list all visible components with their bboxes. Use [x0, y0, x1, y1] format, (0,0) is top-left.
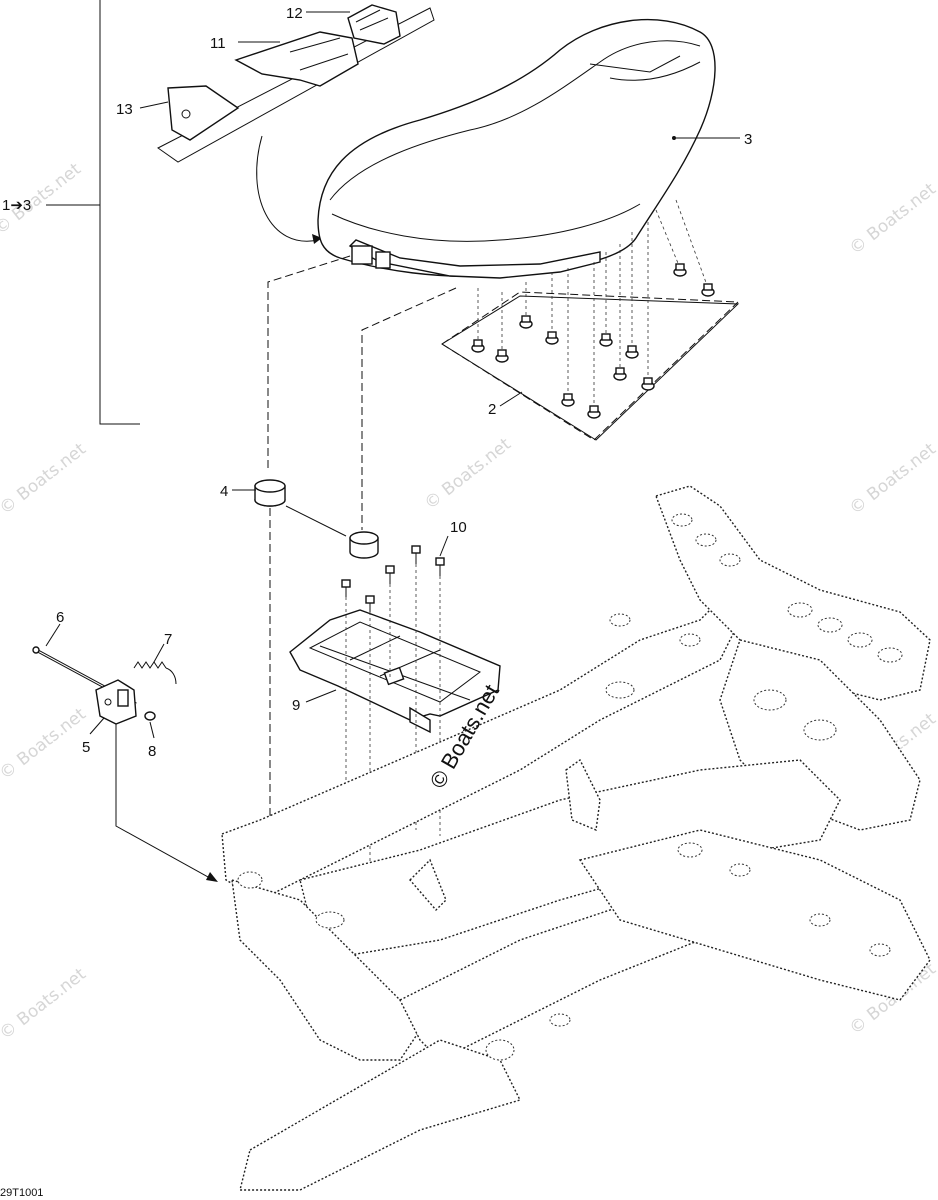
seat-cover-panel: [157, 4, 435, 244]
watermark: © Boats.net: [846, 439, 938, 519]
grommet: [471, 263, 715, 419]
skid-plate-assembly: [289, 535, 501, 868]
callout-2: 2: [488, 401, 496, 418]
callout-7: 7: [164, 631, 172, 648]
leader-lines: [139, 11, 740, 703]
vehicle-frame: [221, 485, 931, 1191]
callout-6: 6: [56, 609, 64, 626]
seat-fasteners-panel: [441, 199, 740, 441]
watermark: © Boats.net: [0, 964, 90, 1044]
seat-cover-part-13: [167, 85, 240, 141]
seat-latch-parts: [32, 623, 218, 882]
callout-8: 8: [148, 743, 156, 760]
callout-1-3: 1➔3: [2, 197, 31, 214]
watermark: © Boats.net: [421, 434, 515, 514]
assembly-bracket: [46, 0, 140, 425]
callout-12: 12: [286, 5, 303, 22]
callout-5: 5: [82, 739, 90, 756]
callout-9: 9: [292, 697, 300, 714]
bolt: [341, 545, 445, 612]
callout-11: 11: [210, 35, 226, 52]
callout-13: 13: [116, 101, 133, 118]
figure-reference-code: 29T1001: [0, 1187, 43, 1199]
callout-3: 3: [744, 131, 752, 148]
seat-cover-part-11: [234, 31, 359, 87]
callout-10: 10: [450, 519, 467, 536]
watermark: © Boats.net: [846, 179, 938, 259]
callout-labels: 1➔3 2 3 4 5 6 7 8 9 10 11 12 13: [2, 5, 752, 760]
callout-4: 4: [220, 483, 228, 500]
seat-assembly: [317, 18, 716, 279]
watermark: © Boats.net: [0, 439, 90, 519]
seat-part-3: [317, 18, 716, 277]
watermark: © Boats.net: [0, 704, 90, 784]
